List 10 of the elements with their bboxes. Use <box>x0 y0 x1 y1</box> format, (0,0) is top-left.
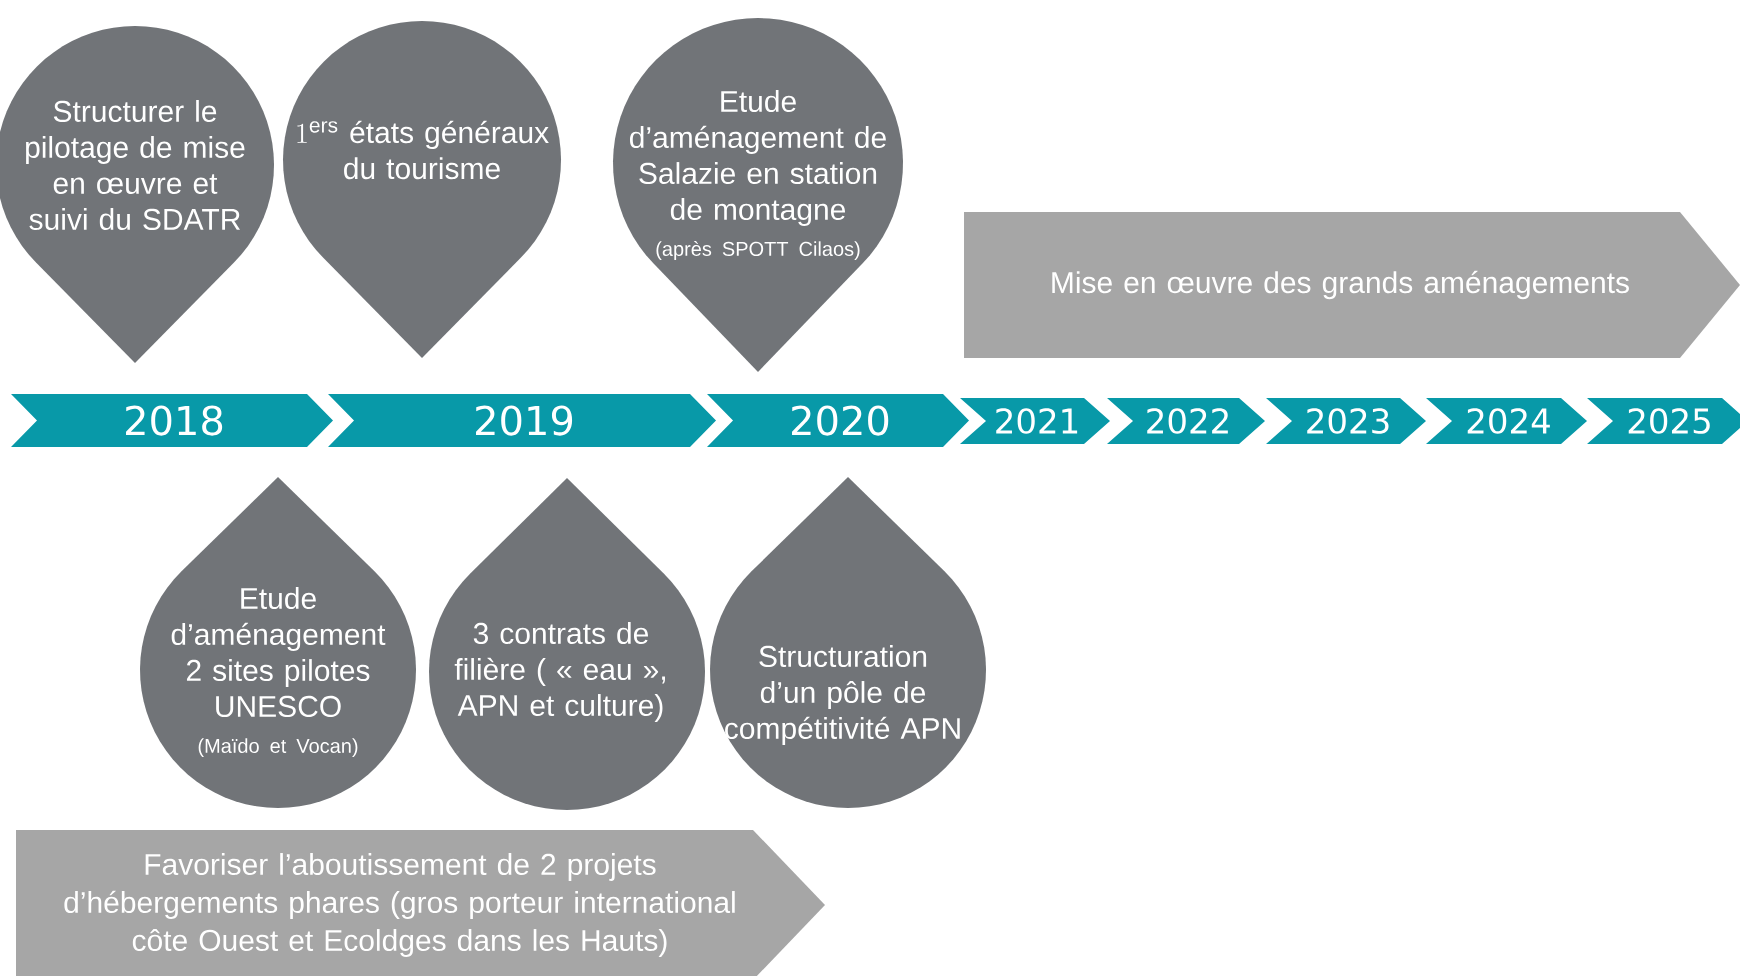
year-band: 2022 <box>1107 398 1265 444</box>
year-band: 2023 <box>1266 398 1426 444</box>
banner: Mise en œuvre des grands aménagements <box>964 212 1740 358</box>
year-band: 2018 <box>11 394 333 447</box>
banner: Favoriser l’aboutissement de 2 projets d’hébergements phares (gros porteur international côte Ouest et Ecoldges dans les Hauts) <box>16 830 825 976</box>
year-band: 2020 <box>707 394 969 447</box>
year-band: 2025 <box>1587 398 1740 444</box>
year-band: 2021 <box>960 398 1110 444</box>
year-band: 2019 <box>328 394 716 447</box>
year-band: 2024 <box>1426 398 1587 444</box>
